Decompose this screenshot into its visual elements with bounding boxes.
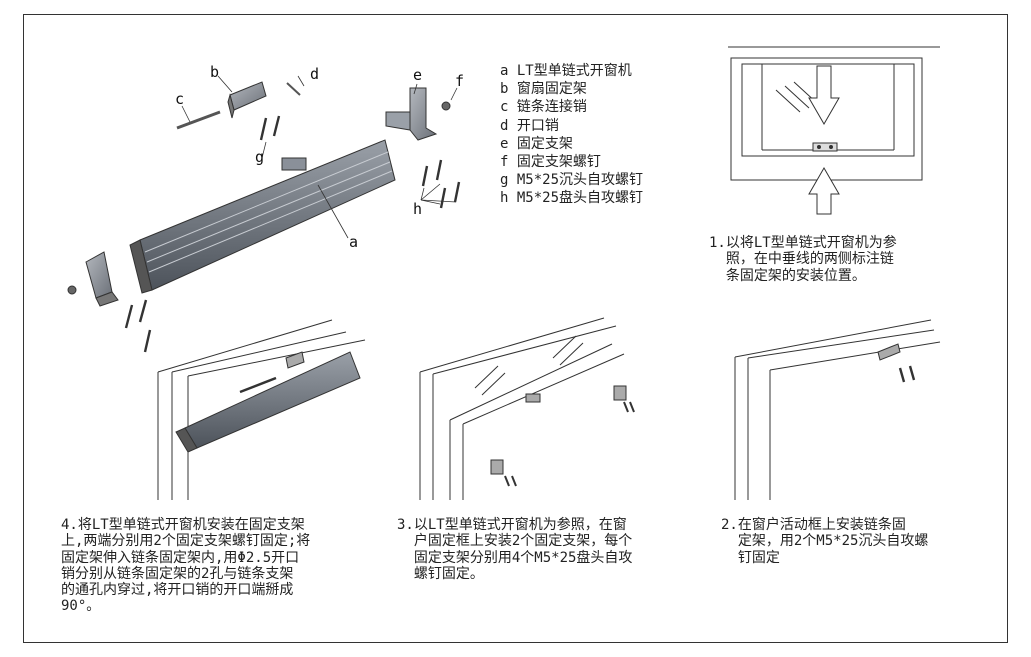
countersunk-screws-g: [124, 115, 281, 329]
legend-item-h: h M5*25盘头自攻螺钉: [500, 190, 644, 207]
bracket-screw-f: [67, 101, 451, 295]
label-d: d: [310, 65, 320, 83]
legend-item-a: a LT型单链式开窗机: [500, 63, 632, 79]
legend-item-b: b 窗扇固定架: [500, 81, 587, 98]
fixed-bracket-left: [85, 251, 119, 307]
step3-caption: 3.以LT型单链式开窗机为参照，在窗 户固定框上安装2个固定支架，每个 固定支架…: [397, 517, 633, 582]
diagram-frame: [23, 14, 1008, 643]
label-f: f: [455, 72, 465, 90]
chain-pin-c: [176, 110, 221, 130]
step1-illustration: [728, 46, 940, 215]
step3-illustration: [419, 317, 635, 500]
step1-caption: 1.以将LT型单链式开窗机为参 照，在中垂线的两侧标注链 条固定架的安装位置。: [709, 235, 897, 284]
step4-caption: 4.将LT型单链式开窗机安装在固定支架 上,两端分别用2个固定支架螺钉固定;将 …: [61, 517, 311, 615]
label-a: a: [349, 233, 359, 251]
legend-item-d: d 开口销: [500, 117, 559, 134]
window-opener-body: [129, 139, 396, 294]
sash-bracket-b: [227, 81, 267, 119]
step2-illustration: [734, 319, 941, 500]
legend-item-f: f 固定支架螺钉: [500, 153, 601, 170]
step4-illustration: [157, 319, 366, 500]
cotter-pin-d: [286, 82, 301, 96]
leader-lines: [181, 75, 458, 239]
step2-caption: 2.在窗户活动框上安装链条固 定架，用2个M5*25沉头自攻螺 钉固定: [721, 517, 929, 566]
parts-legend: a LT型单链式开窗机 b 窗扇固定架 c 链条连接销 d 开口销 e 固定支架…: [500, 62, 643, 208]
fixed-bracket-e: [385, 87, 438, 141]
label-e: e: [413, 66, 423, 84]
legend-item-g: g M5*25沉头自攻螺钉: [500, 172, 644, 189]
label-c: c: [175, 90, 185, 108]
legend-item-c: c 链条连接销: [500, 99, 587, 116]
label-h: h: [413, 200, 423, 218]
legend-item-e: e 固定支架: [500, 135, 573, 152]
label-b: b: [210, 63, 220, 81]
pan-head-screws-h: [143, 159, 461, 353]
label-g: g: [255, 148, 265, 166]
